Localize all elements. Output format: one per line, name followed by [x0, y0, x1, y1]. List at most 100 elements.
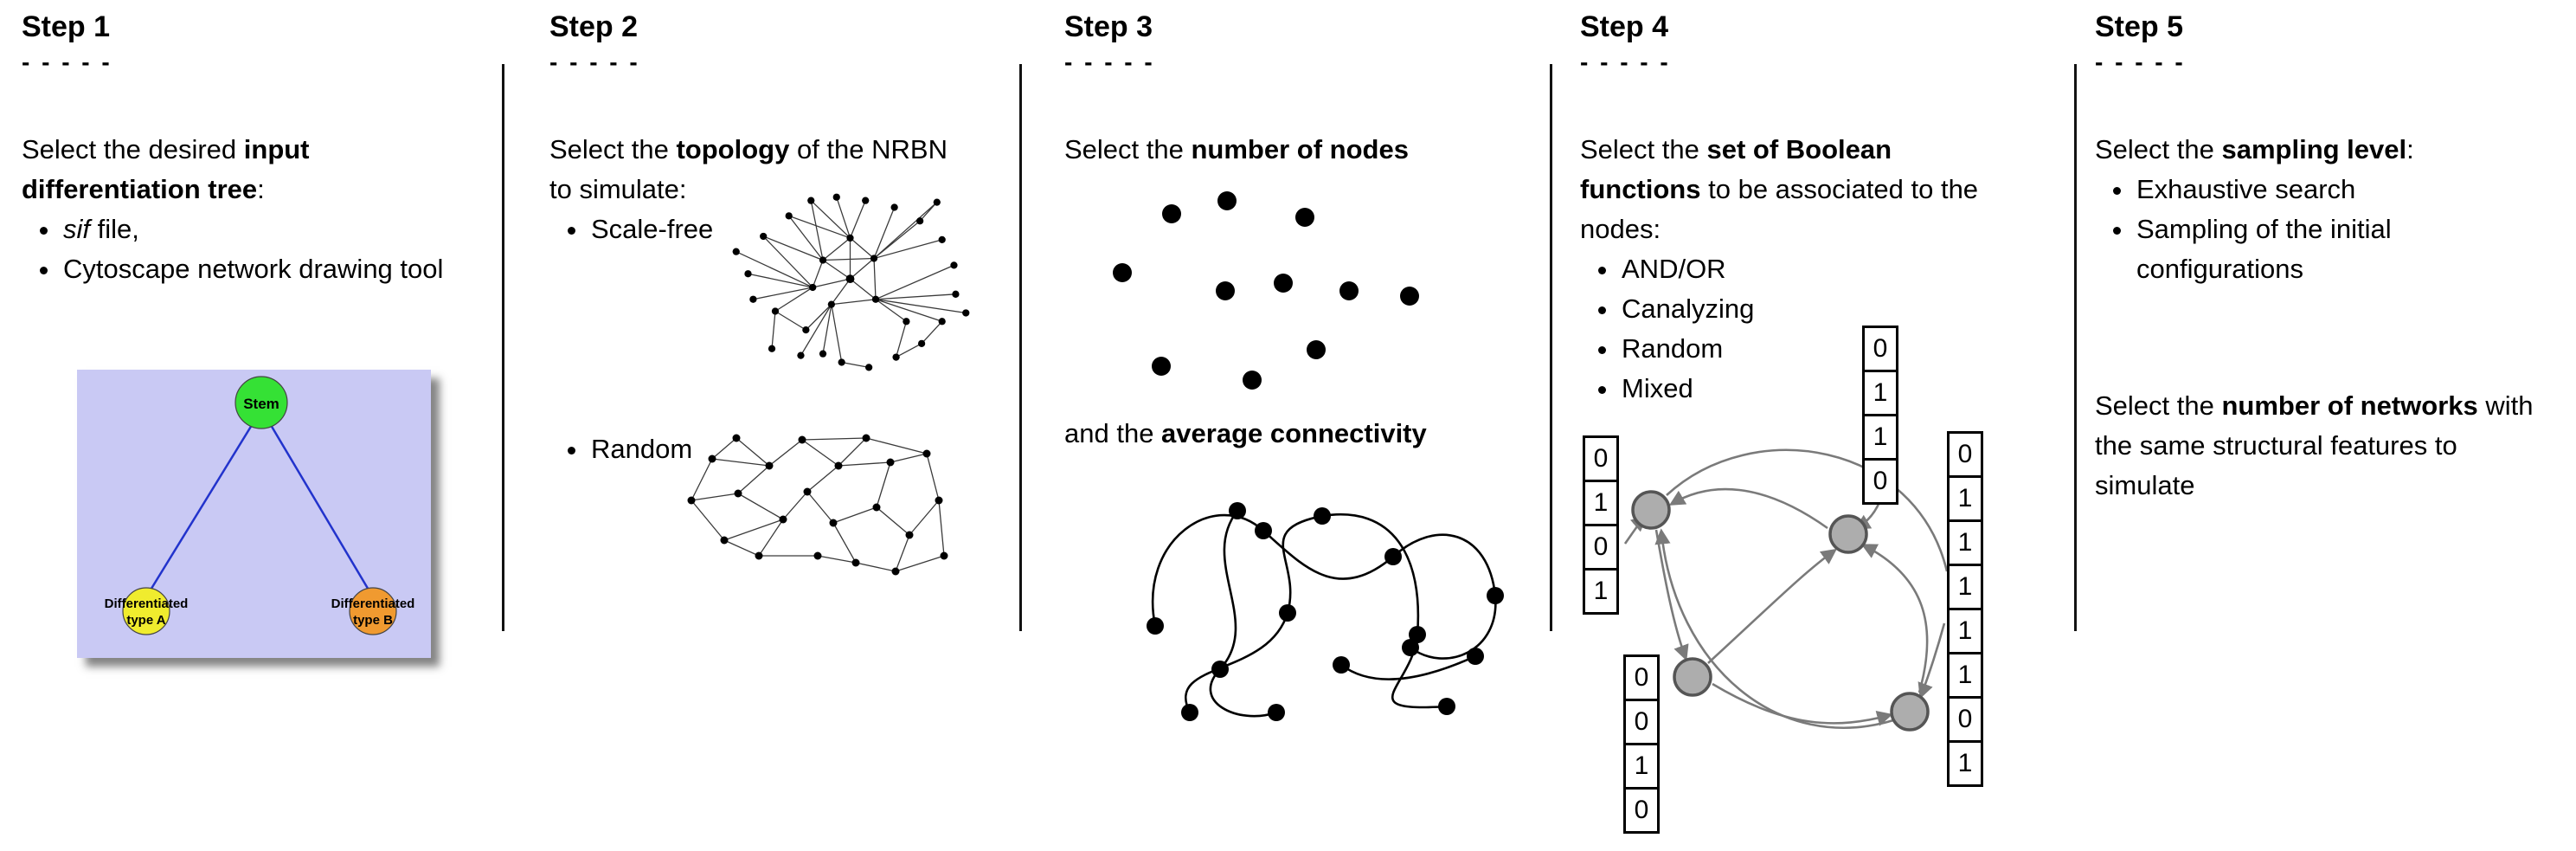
type-a-node: [122, 587, 170, 635]
boolean-network-nodes: [1631, 490, 1930, 732]
instruction-bold: number of networks: [2221, 390, 2478, 421]
random-nodes: [687, 434, 948, 576]
step-4-instruction: Select the set of Boolean functions to b…: [1580, 130, 2004, 249]
column-divider-3: [1550, 64, 1552, 631]
truth-table-cell: 1: [1862, 370, 1898, 416]
gene-node-b: [1828, 514, 1868, 554]
column-divider-2: [1019, 64, 1022, 631]
random-edges: [691, 437, 945, 572]
instruction-bold: set of Boolean functions: [1580, 134, 1892, 204]
truth-table-cell: 0: [1862, 458, 1898, 505]
truth-table-cell: 1: [1862, 414, 1898, 461]
step-1-dashes: - - - - -: [22, 48, 112, 75]
instruction-text: Select the: [1064, 134, 1192, 164]
step-1-column: Step 1 - - - - - Select the desired inpu…: [22, 0, 484, 851]
instruction-text: with the same structural features to sim…: [2095, 390, 2534, 500]
sif-italic: sif: [63, 214, 90, 244]
instruction-bold: number of nodes: [1191, 134, 1409, 164]
step-2-instruction: Select the topology of the NRBN to simul…: [549, 130, 948, 210]
step-3-title: Step 3: [1064, 10, 1153, 43]
nodes-scatter-figure: [1113, 191, 1419, 390]
instruction-text: Select the: [2095, 134, 2222, 164]
step-3-instruction-connectivity: and the average connectivity: [1064, 414, 1528, 454]
boolean-network-arrows: [1623, 448, 1949, 729]
option-random: Random: [589, 429, 740, 469]
connectivity-network-figure: [1147, 502, 1504, 721]
truth-table-cell: 1: [1947, 564, 1983, 610]
step-2-options: Scale-free: [549, 210, 948, 249]
step-2-column: Step 2 - - - - - Select the topology of …: [549, 0, 999, 851]
sif-rest: file,: [90, 214, 139, 244]
truth-table-cell: 1: [1583, 568, 1619, 615]
type-a-label-line1: Differentiated: [105, 596, 189, 611]
truth-table-cell: 1: [1583, 480, 1619, 526]
stem-node: [234, 376, 288, 429]
tangle-curves: [1151, 510, 1497, 718]
step-3-column: Step 3 - - - - - Select the number of no…: [1064, 0, 1536, 851]
differentiation-tree-svg: Stem Differentiated type A Differentiate…: [77, 370, 431, 658]
step-3-dashes: - - - - -: [1064, 48, 1155, 75]
truth-table-cell: 0: [1623, 787, 1660, 834]
scatter-dots: [1113, 191, 1419, 390]
gene-node-a: [1631, 490, 1671, 530]
scale-free-nodes: [732, 193, 970, 371]
option-canalyzing: Canalyzing: [1620, 289, 2004, 329]
instruction-text: to be associated to the nodes:: [1580, 174, 1979, 244]
instruction-bold: average connectivity: [1161, 418, 1427, 448]
truth-table-cell: 1: [1623, 743, 1660, 790]
truth-table-cell: 1: [1947, 652, 1983, 699]
type-a-label-line2: type A: [126, 613, 165, 628]
option-mixed: Mixed: [1620, 369, 2004, 409]
step-3-text: Select the number of nodes: [1064, 130, 1528, 170]
truth-table-cell: 1: [1947, 740, 1983, 787]
step-5-networks-block: Select the number of networks with the s…: [2095, 386, 2545, 506]
option-sif-file: sif file,: [61, 210, 484, 249]
gene-node-d: [1890, 692, 1930, 732]
truth-table-cell: 1: [1947, 608, 1983, 654]
option-random-functions: Random: [1620, 329, 2004, 369]
instruction-text: and the: [1064, 418, 1162, 448]
type-b-label-line2: type B: [353, 613, 393, 628]
boolean-network-figure: [1623, 448, 1949, 732]
truth-table-cell: 0: [1947, 431, 1983, 478]
instruction-text: of the NRBN to simulate:: [549, 134, 948, 204]
truth-table-cell: 1: [1947, 475, 1983, 522]
type-b-label-line1: Differentiated: [331, 596, 415, 611]
truth-table-cell: 0: [1583, 524, 1619, 571]
instruction-text: :: [2406, 134, 2414, 164]
option-exhaustive-search: Exhaustive search: [2135, 170, 2560, 210]
type-b-node: [349, 587, 397, 635]
step-5-options: Exhaustive search Sampling of the initia…: [2095, 170, 2560, 289]
step-4-column: Step 4 - - - - - Select the set of Boole…: [1580, 0, 2074, 851]
gene-node-c: [1673, 657, 1712, 697]
instruction-bold: topology: [676, 134, 790, 164]
truth-table-cell: 0: [1583, 435, 1619, 482]
stem-label: Stem: [243, 396, 279, 412]
instruction-text: Select the: [2095, 390, 2222, 421]
step-2-text: Select the topology of the NRBN to simul…: [549, 130, 948, 249]
step-1-instruction: Select the desired input differentiation…: [22, 130, 484, 210]
step-1-text: Select the desired input differentiation…: [22, 130, 484, 289]
step-5-column: Step 5 - - - - - Select the sampling lev…: [2095, 0, 2566, 851]
instruction-text: Select the: [549, 134, 677, 164]
step-1-title: Step 1: [22, 10, 111, 43]
option-and-or: AND/OR: [1620, 249, 2004, 289]
scale-free-edges: [736, 197, 967, 369]
step-4-title: Step 4: [1580, 10, 1669, 43]
truth-table-cell: 0: [1623, 699, 1660, 745]
step-3-connectivity-block: and the average connectivity: [1064, 414, 1528, 454]
step-3-instruction-nodes: Select the number of nodes: [1064, 130, 1528, 170]
step-5-text: Select the sampling level: Exhaustive se…: [2095, 130, 2560, 289]
scale-free-network-figure: [732, 193, 970, 371]
option-sampling-initial: Sampling of the initial configurations: [2135, 210, 2560, 289]
edge-stem-type-b: [269, 424, 371, 592]
differentiation-tree-figure: Stem Differentiated type A Differentiate…: [77, 370, 431, 658]
step-4-text: Select the set of Boolean functions to b…: [1580, 130, 2004, 409]
step-4-options: AND/OR Canalyzing Random Mixed: [1580, 249, 2004, 409]
instruction-text: Select the: [1580, 134, 1707, 164]
step-2-option-random-block: Random: [549, 429, 740, 469]
step-5-dashes: - - - - -: [2095, 48, 2186, 75]
